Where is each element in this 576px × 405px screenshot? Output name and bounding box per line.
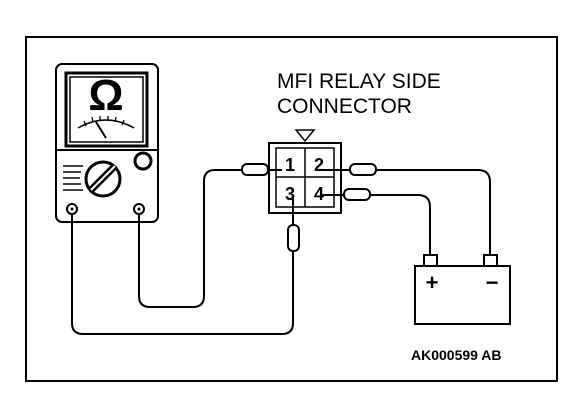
diagram-title-line1: MFI RELAY SIDE <box>277 70 441 93</box>
battery: + − <box>414 254 511 325</box>
pin-4-label: 4 <box>314 184 324 204</box>
battery-terminal-negative <box>483 254 498 267</box>
ohmmeter: Ω <box>55 63 159 223</box>
meter-scale-arc <box>77 119 135 129</box>
meter-display <box>69 76 144 143</box>
battery-negative-sign: − <box>486 270 499 295</box>
meter-needle <box>95 121 107 139</box>
pin-3-label: 3 <box>285 184 295 204</box>
battery-positive-sign: + <box>426 270 439 295</box>
meter-scale-ticks <box>83 116 125 127</box>
connector-key-marker <box>294 129 316 143</box>
pin-1-label: 1 <box>285 155 295 175</box>
diagram-frame <box>25 36 558 382</box>
diagram-title-line2: CONNECTOR <box>277 95 412 118</box>
ohm-symbol: Ω <box>88 71 123 120</box>
relay-connector: 1 2 3 4 <box>268 129 342 214</box>
wire-meter-to-pin-1 <box>138 169 242 308</box>
wire-pin-2-to-battery-negative <box>376 169 491 256</box>
zero-adjust-knob <box>133 151 153 171</box>
pin-2-label: 2 <box>314 155 324 175</box>
wire-pin-4-to-battery-positive <box>370 194 431 256</box>
battery-body <box>414 265 511 325</box>
range-dial <box>63 160 122 198</box>
figure-code: AK000599 AB <box>411 347 502 363</box>
battery-terminal-positive <box>423 254 438 267</box>
wire-meter-to-pin-3 <box>71 214 294 335</box>
